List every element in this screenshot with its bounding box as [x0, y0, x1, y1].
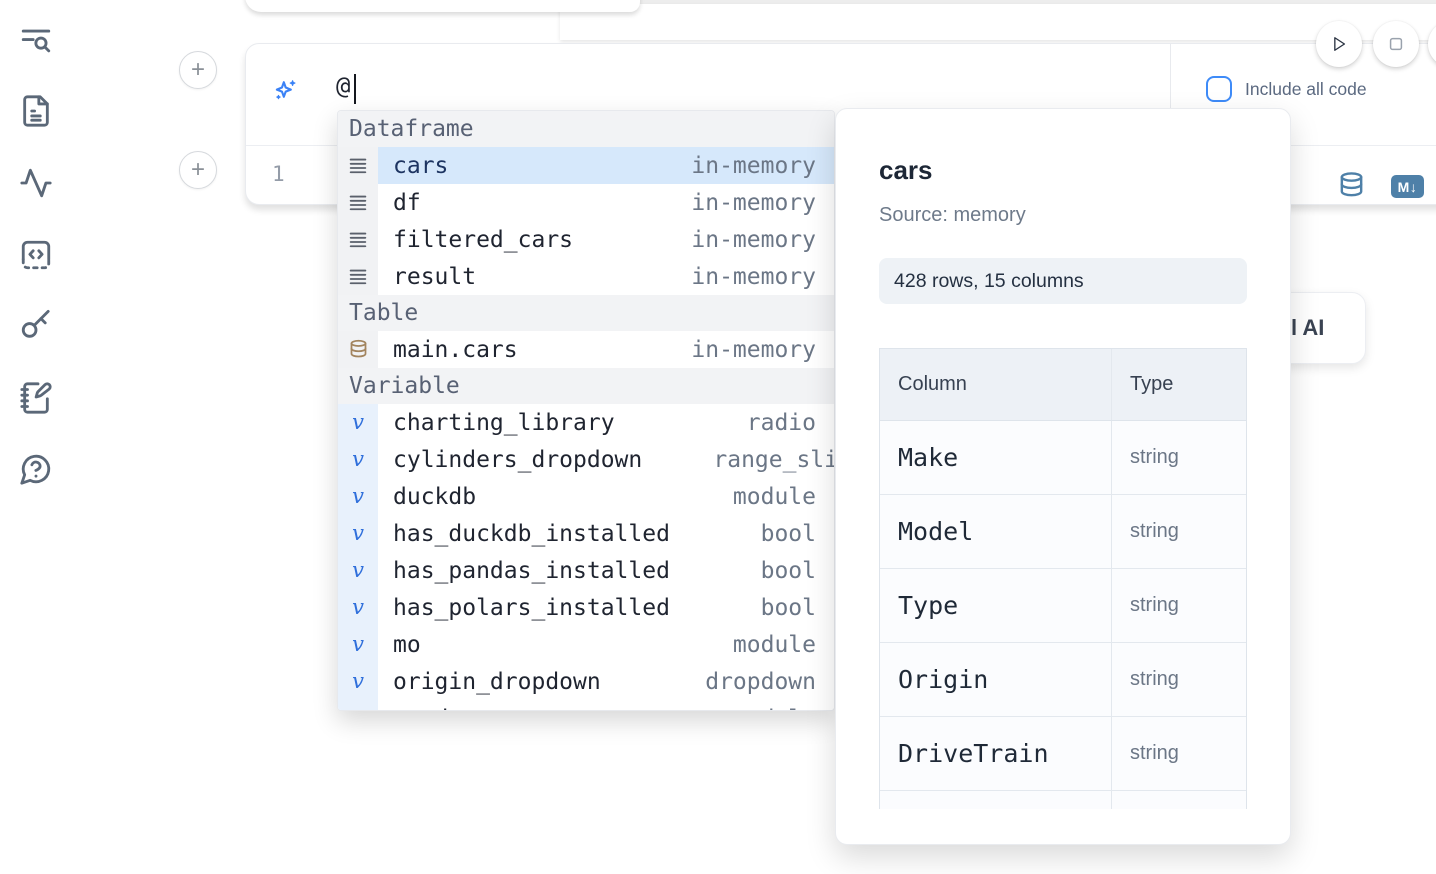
preview-shape-badge: 428 rows, 15 columns [879, 258, 1247, 304]
preview-schema-table: Column Type Make string Model string Typ… [879, 348, 1247, 809]
schema-row-origin: Origin string [880, 643, 1246, 717]
play-icon [1334, 37, 1346, 51]
file-text-icon[interactable] [19, 94, 53, 128]
activity-icon[interactable] [19, 166, 53, 200]
dataframe-rows-icon [349, 269, 367, 284]
text-cursor [354, 74, 356, 104]
code-snippets-icon[interactable] [19, 238, 53, 272]
schema-row-drivetrain: DriveTrain string [880, 717, 1246, 791]
variable-icon: v [352, 632, 364, 656]
completion-section-variable: Variable [338, 368, 834, 404]
schema-row-make: Make string [880, 421, 1246, 495]
ai-prompt-input[interactable]: @ [336, 72, 351, 100]
completion-item-clipped[interactable]: v pandasmodule [338, 700, 834, 711]
dataframe-rows-icon [349, 158, 367, 173]
include-all-code-checkbox[interactable] [1206, 76, 1232, 102]
dataframe-rows-icon [349, 232, 367, 247]
schema-row-type: Type string [880, 569, 1246, 643]
help-chat-icon[interactable] [19, 452, 53, 486]
variable-icon: v [352, 410, 364, 434]
variable-icon: v [352, 558, 364, 582]
run-cell-button[interactable] [1316, 21, 1362, 67]
add-cell-below-button[interactable]: + [179, 151, 217, 189]
type-header: Type [1130, 373, 1174, 395]
include-all-code-label: Include all code [1245, 78, 1367, 99]
database-panel-icon[interactable] [1337, 171, 1366, 200]
schema-table-header: Column Type [880, 349, 1246, 421]
scratchpad-notebook-pen-icon[interactable] [19, 381, 53, 415]
variable-icon: v [352, 708, 364, 711]
database-icon [350, 339, 366, 358]
table-of-contents-search-icon[interactable] [19, 24, 53, 58]
previous-cell-bottom-edge [245, 0, 640, 12]
completion-section-table: Table [338, 295, 834, 331]
extra-action-button[interactable] [1428, 21, 1436, 67]
dataframe-preview-popover: cars Source: memory 428 rows, 15 columns… [835, 108, 1291, 845]
completion-section-dataframe: Dataframe [338, 111, 834, 147]
preview-source: Source: memory [879, 204, 1026, 226]
input-divider [1170, 44, 1171, 146]
variable-icon: v [352, 484, 364, 508]
dataframe-rows-icon [349, 195, 367, 210]
variable-icon: v [352, 669, 364, 693]
previous-cell-divider [560, 0, 1436, 4]
schema-row-partial [880, 791, 1246, 809]
with-ai-button-label: l AI [1291, 315, 1325, 340]
variable-icon: v [352, 521, 364, 545]
add-cell-above-button[interactable]: + [179, 51, 217, 89]
stop-button[interactable] [1373, 21, 1419, 67]
sparkles-ai-icon [271, 77, 299, 105]
schema-row-model: Model string [880, 495, 1246, 569]
stop-square-icon [1389, 37, 1403, 51]
secrets-key-icon[interactable] [19, 308, 53, 342]
previous-cell-output-edge [560, 4, 1436, 40]
variable-icon: v [352, 447, 364, 471]
column-header: Column [880, 349, 1112, 420]
line-number: 1 [272, 162, 285, 186]
markdown-badge[interactable]: M↓ [1391, 175, 1424, 198]
preview-title: cars [879, 155, 933, 185]
variable-icon: v [352, 595, 364, 619]
